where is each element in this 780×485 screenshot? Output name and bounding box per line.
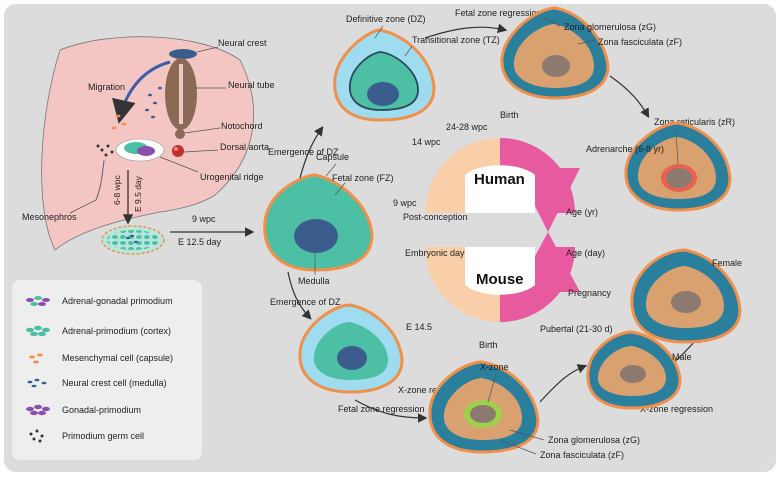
legend-item-3: Neural crest cell (medulla) — [62, 378, 167, 388]
legend-item-4: Gonadal-primodium — [62, 405, 141, 415]
mouse-xzone-gland — [428, 360, 540, 454]
legend-item-1: Adrenal-primodium (cortex) — [62, 326, 171, 336]
definitive-zone-label: Definitive zone (DZ) — [346, 14, 426, 24]
human-adult-gland-zg-zf — [500, 6, 610, 100]
early-medulla — [294, 219, 338, 253]
human-fetal-regression-label: Fetal zone regression — [455, 8, 542, 18]
wpc-14-label: 14 wpc — [412, 137, 441, 147]
mesonephros-label: Mesonephros — [22, 212, 77, 222]
mouse-definitive-gland — [298, 303, 404, 394]
human-zr-label: Zona reticularis (zR) — [654, 117, 735, 127]
birth-top-label: Birth — [500, 110, 519, 120]
human-definitive-gland — [333, 28, 436, 122]
e-12-5-label: E 12.5 day — [178, 237, 222, 247]
notochord-label: Notochord — [221, 121, 263, 131]
neural-crest-cells — [145, 86, 162, 119]
e-9-5-label: E 9.5 day — [133, 175, 143, 212]
germ-cells — [96, 144, 114, 157]
legend-item-2: Mesenchymal cell (capsule) — [62, 353, 173, 363]
birth-bottom-label: Birth — [479, 340, 498, 350]
age-day-label: Age (day) — [566, 248, 605, 258]
human-adult-gland-zr — [624, 121, 732, 212]
migration-arrow — [112, 60, 171, 124]
pubertal-label: Pubertal (21-30 d) — [540, 324, 613, 334]
female-label: Female — [712, 258, 742, 268]
legend-symbol-neural-crest — [27, 378, 47, 388]
legend-symbol-adrenal-cortex — [26, 325, 50, 337]
x-zone-regression-label: X-zone regression — [640, 404, 713, 414]
age-yr-label: Age (yr) — [566, 207, 598, 217]
legend-item-5: Primodium germ cell — [62, 431, 144, 441]
legend-symbol-gonadal — [26, 404, 50, 416]
mouse-title: Mouse — [476, 271, 524, 288]
legend-symbol-adrenal-gonadal — [26, 296, 50, 306]
dorsal-aorta — [172, 145, 184, 157]
neural-crest-label: Neural crest — [218, 38, 267, 48]
capsule-label: Capsule — [316, 152, 349, 162]
notochord — [175, 129, 185, 139]
timeline-wheel: Human Mouse — [425, 138, 580, 322]
migration-label: Migration — [88, 82, 125, 92]
medulla-label: Medulla — [298, 276, 330, 286]
legend-symbol-germ-cell — [29, 429, 44, 443]
wpc-9-wheel-label: 9 wpc — [393, 198, 417, 208]
early-adrenal-gland — [263, 173, 374, 272]
wpc-24-28-label: 24-28 wpc — [446, 122, 488, 132]
male-label: Male — [672, 352, 692, 362]
human-zf-label: Zona fasciculata (zF) — [598, 37, 682, 47]
fetal-zone-label: Fetal zone (FZ) — [332, 173, 394, 183]
adrenarche-label: Adrenarche (6-8 yr) — [586, 144, 664, 154]
mouse-zf-label: Zona fasciculata (zF) — [540, 450, 624, 460]
mouse-emergence-dz-label: Emergence of DZ — [270, 297, 341, 307]
mouse-fetal-regression-label: Fetal zone regression — [338, 404, 425, 414]
pregnancy-label: Pregnancy — [568, 288, 612, 298]
post-conception-label: Post-conception — [403, 212, 468, 222]
mouse-female-gland — [630, 248, 742, 344]
legend-item-0: Adrenal-gonadal primodium — [62, 296, 173, 306]
e-14-5-label: E 14.5 — [406, 322, 432, 332]
legend: Adrenal-gonadal primodium Adrenal-primod… — [12, 280, 202, 460]
neural-crest — [169, 49, 197, 59]
transitional-zone-label: Transitional zone (TZ) — [412, 35, 500, 45]
x-zone-retention-label: X-zone retention — [398, 385, 464, 395]
x-zone-label: X-zone — [480, 362, 509, 372]
mesenchymal-cells — [111, 114, 127, 130]
neural-tube-label: Neural tube — [228, 80, 275, 90]
embryo-cross-section: Neural crest Neural tube Migration Notoc… — [22, 36, 275, 255]
mouse-male-gland — [586, 330, 682, 410]
human-zg-label: Zona glomerulosa (zG) — [564, 22, 656, 32]
embryonic-day-label: Embryonic day — [405, 248, 465, 258]
wpc-9-label: 9 wpc — [192, 214, 216, 224]
wpc-6-8-label: 6-8 wpc — [112, 174, 122, 205]
human-title: Human — [474, 171, 525, 188]
legend-symbol-mesenchymal — [29, 353, 43, 364]
mouse-zg-label: Zona glomerulosa (zG) — [548, 435, 640, 445]
urogenital-ridge-label: Urogenital ridge — [200, 172, 264, 182]
human-emergence-dz-label: Emergence of DZ — [268, 147, 339, 157]
dorsal-aorta-label: Dorsal aorta — [220, 142, 269, 152]
